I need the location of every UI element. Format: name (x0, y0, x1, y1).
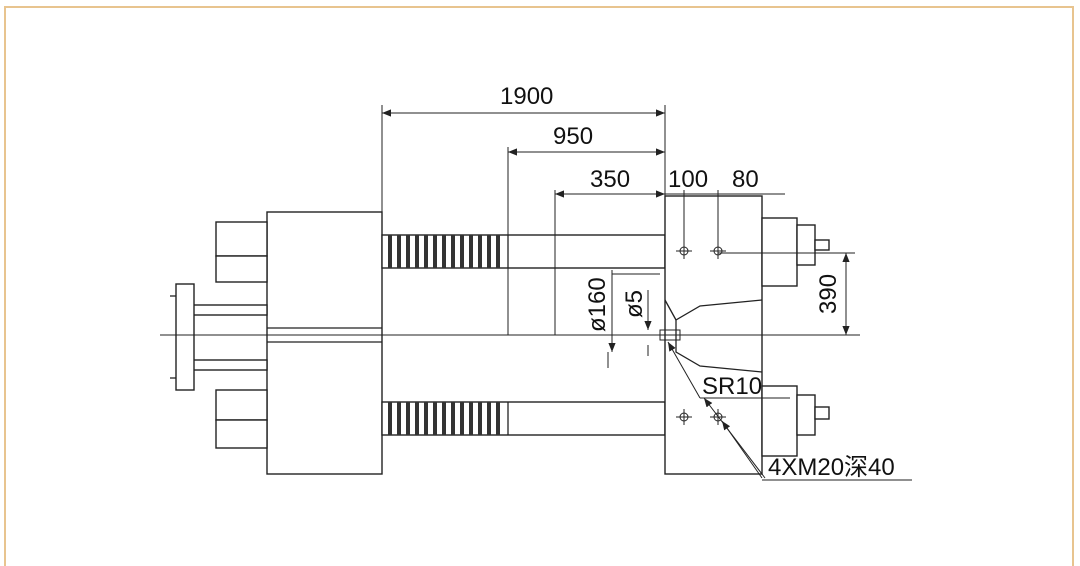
thread-mark (433, 402, 437, 435)
thread-mark (469, 402, 473, 435)
dim-1900: 1900 (500, 83, 553, 110)
thread-mark (496, 235, 500, 268)
thread-mark (388, 235, 392, 268)
thread-mark (433, 235, 437, 268)
thread-mark (415, 402, 419, 435)
thread-mark (460, 235, 464, 268)
dimension-lines (381, 105, 912, 481)
rear-cylinder-block (170, 211, 383, 475)
thread-mark (397, 402, 401, 435)
thread-mark (388, 402, 392, 435)
thread-mark (478, 402, 482, 435)
dim-390: 390 (815, 274, 842, 314)
dim-dia5: ø5 (621, 290, 648, 318)
thread-mark (397, 235, 401, 268)
dim-950: 950 (553, 123, 593, 150)
dim-sr10: SR10 (702, 373, 762, 400)
thread-mark (451, 235, 455, 268)
dim-80: 80 (732, 166, 759, 193)
frame-border (4, 6, 1074, 566)
dim-holes: 4XM20深40 (768, 454, 895, 481)
thread-mark (406, 235, 410, 268)
thread-mark (487, 402, 491, 435)
thread-mark (487, 235, 491, 268)
dim-dia160: ø160 (584, 277, 611, 332)
thread-mark (424, 402, 428, 435)
lower-tie-bar (381, 401, 666, 436)
thread-mark (478, 235, 482, 268)
thread-mark (442, 402, 446, 435)
dim-350: 350 (590, 166, 630, 193)
dim-100: 100 (668, 166, 708, 193)
upper-tie-bar (381, 234, 666, 269)
thread-mark (424, 235, 428, 268)
thread-mark (451, 402, 455, 435)
thread-mark (415, 235, 419, 268)
thread-mark (460, 402, 464, 435)
thread-mark (406, 402, 410, 435)
upper-injection-cylinder (761, 217, 830, 287)
thread-mark (442, 235, 446, 268)
thread-mark (469, 235, 473, 268)
lower-injection-cylinder (761, 385, 830, 457)
thread-mark (496, 402, 500, 435)
